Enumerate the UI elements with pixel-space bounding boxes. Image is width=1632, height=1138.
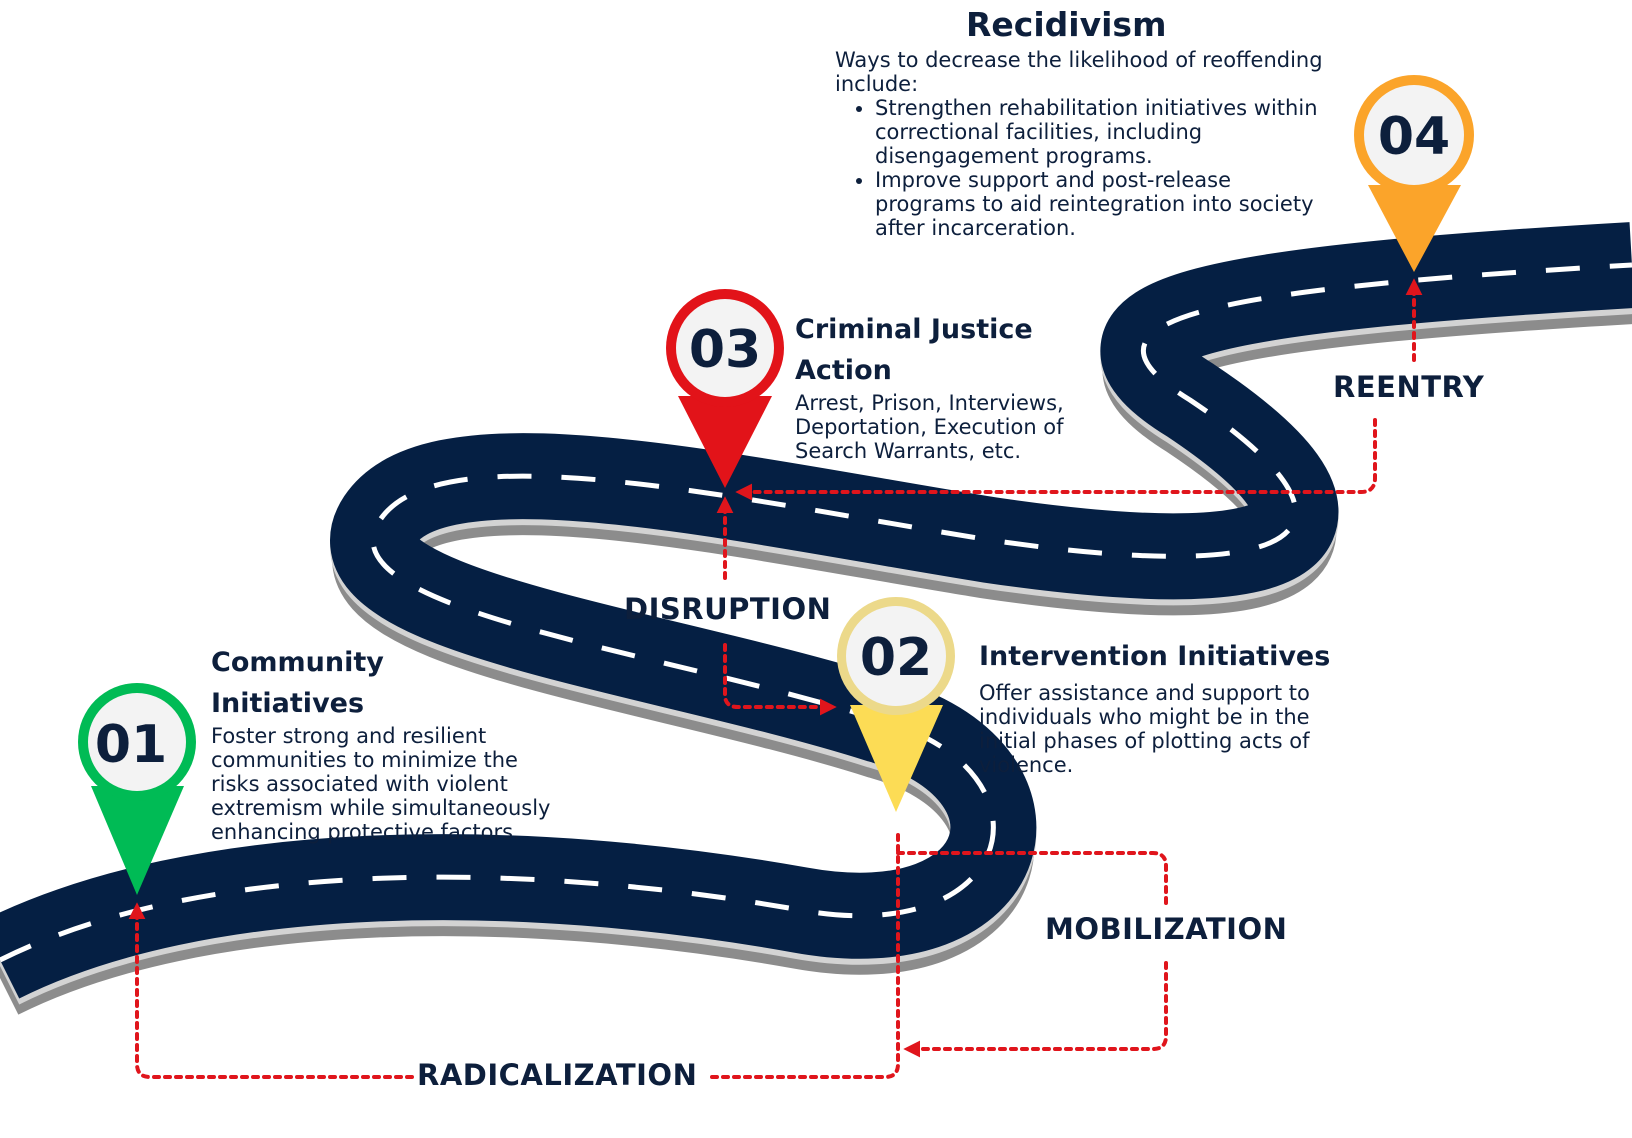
stage-mobilization: MOBILIZATION bbox=[1045, 912, 1288, 946]
reentry-arrow-left bbox=[735, 418, 1377, 501]
pin-02: 02 bbox=[837, 597, 955, 812]
step-community: Community Initiatives Foster strong and … bbox=[211, 642, 566, 844]
mobilization-arrow bbox=[903, 961, 1168, 1058]
pin-01-face bbox=[88, 693, 186, 791]
pin-01-number: 01 bbox=[95, 715, 167, 775]
pin-02-number: 02 bbox=[860, 628, 932, 688]
pin-02-pointer bbox=[850, 705, 943, 812]
recidivism-list: Strengthen rehabilitation initiatives wi… bbox=[835, 96, 1330, 240]
pin-02-face bbox=[846, 606, 946, 706]
stage-arrows bbox=[128, 278, 1423, 1079]
criminal-title: Criminal Justice Action bbox=[795, 314, 1033, 386]
stage-reentry: REENTRY bbox=[1333, 370, 1485, 404]
recidivism-block: Ways to decrease the likelihood of reoff… bbox=[835, 48, 1330, 240]
disruption-arrow-right bbox=[723, 643, 837, 716]
stage-disruption: DISRUPTION bbox=[624, 592, 832, 626]
step-intervention: Intervention Initiatives Offer assistanc… bbox=[979, 636, 1339, 777]
recidivism-bullet: Strengthen rehabilitation initiatives wi… bbox=[875, 96, 1330, 168]
pin-01: 01 bbox=[78, 683, 196, 895]
pin-03: 03 bbox=[666, 289, 784, 488]
community-body: Foster strong and resilient communities … bbox=[211, 724, 551, 844]
intervention-title: Intervention Initiatives bbox=[979, 641, 1331, 672]
recidivism-title: Recidivism bbox=[966, 5, 1167, 44]
recidivism-bullet: Improve support and post-release program… bbox=[875, 168, 1330, 240]
mobilization-connector-top bbox=[896, 851, 1168, 908]
pin-03-face bbox=[676, 299, 774, 397]
pin-04-pointer bbox=[1368, 185, 1461, 272]
pin-04-face bbox=[1364, 85, 1464, 185]
pin-01-pointer bbox=[91, 786, 184, 895]
step-criminal: Criminal Justice Action Arrest, Prison, … bbox=[795, 309, 1085, 463]
recidivism-intro: Ways to decrease the likelihood of reoff… bbox=[835, 48, 1323, 96]
pin-04-number: 04 bbox=[1378, 107, 1450, 167]
criminal-body: Arrest, Prison, Interviews, Deportation,… bbox=[795, 391, 1064, 463]
community-title: Community Initiatives bbox=[211, 647, 384, 719]
pin-03-number: 03 bbox=[689, 320, 761, 380]
stage-radicalization: RADICALIZATION bbox=[417, 1058, 698, 1092]
pin-03-pointer bbox=[678, 396, 772, 488]
lane-markings bbox=[0, 262, 1632, 963]
intervention-body: Offer assistance and support to individu… bbox=[979, 681, 1310, 777]
winding-road bbox=[0, 222, 1632, 1015]
pin-04: 04 bbox=[1354, 75, 1474, 272]
